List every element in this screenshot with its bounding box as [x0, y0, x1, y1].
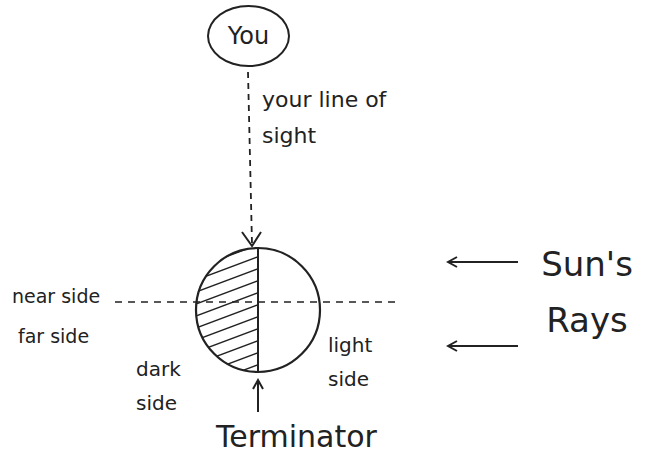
moon-outline: [196, 248, 320, 372]
sun-rays-label: Sun's Rays: [524, 236, 650, 348]
light-side-label: light side: [328, 328, 390, 396]
near-side-label: near side: [12, 284, 100, 308]
sight-label: your line of sight: [262, 82, 387, 154]
sun-ray-arrow: [448, 261, 518, 263]
sight-arrowhead: [242, 232, 261, 246]
terminator-label: Terminator: [216, 418, 377, 456]
dark-side-label: dark side: [136, 352, 198, 420]
observer-circle: You: [207, 5, 290, 67]
terminator-arrow: [257, 380, 259, 412]
line-of-sight: [248, 72, 252, 244]
terminator-line: [257, 248, 259, 372]
sun-ray-arrow: [448, 345, 518, 347]
node-text: You: [228, 22, 269, 50]
near-far-divider: [115, 301, 400, 303]
far-side-label: far side: [18, 324, 89, 348]
